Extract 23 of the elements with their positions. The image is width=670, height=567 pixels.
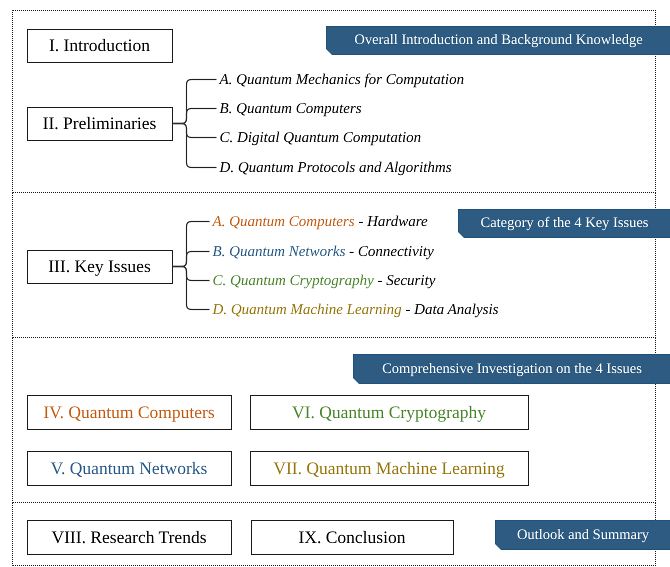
section-box: VII. Quantum Machine Learning (250, 450, 528, 486)
section-tab: Comprehensive Investigation on the 4 Issues (353, 354, 670, 384)
section-box: VIII. Research Trends (26, 520, 232, 554)
section-tab: Overall Introduction and Background Knowledge (326, 26, 670, 55)
topic-item: D. Quantum Machine Learning - Data Analysis (212, 300, 498, 320)
section-box: III. Key Issues (26, 250, 172, 284)
section-tab: Outlook and Summary (495, 520, 670, 550)
section-box: I. Introduction (26, 28, 172, 62)
section-box: VI. Quantum Cryptography (250, 394, 528, 430)
topic-item: C. Quantum Cryptography - Security (212, 270, 436, 290)
topic-item: B. Quantum Networks - Connectivity (212, 242, 434, 262)
section-box: V. Quantum Networks (26, 450, 232, 486)
topic-item: C. Digital Quantum Computation (220, 128, 422, 148)
topic-item: A. Quantum Mechanics for Computation (220, 70, 464, 90)
section-box: IX. Conclusion (250, 520, 454, 554)
topic-item: A. Quantum Computers - Hardware (212, 212, 428, 232)
section-tab: Category of the 4 Key Issues (458, 209, 670, 238)
brace-connector (172, 122, 216, 168)
section-box: IV. Quantum Computers (26, 394, 232, 430)
topic-item: D. Quantum Protocols and Algorithms (220, 158, 452, 178)
brace-connector (172, 266, 210, 310)
topic-item: B. Quantum Computers (220, 98, 362, 118)
section-box: II. Preliminaries (26, 106, 172, 140)
